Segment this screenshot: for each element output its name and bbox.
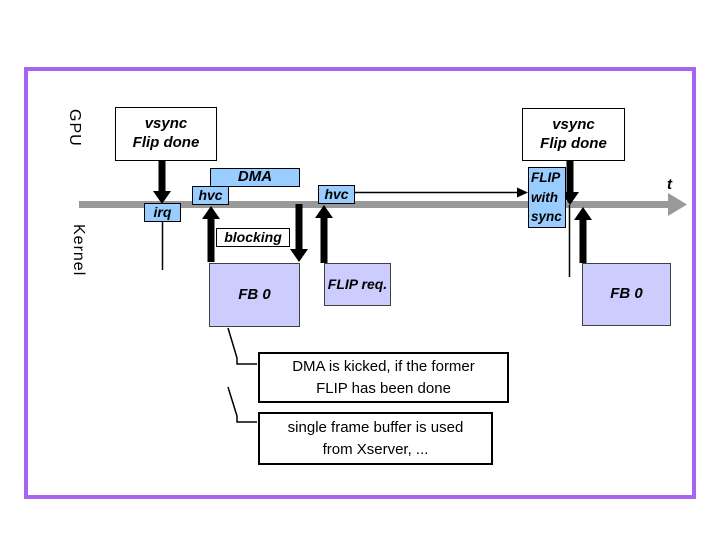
vsync-label: vsync	[552, 115, 595, 133]
slide-border-frame	[24, 67, 696, 499]
timeline-arrowhead-icon	[668, 193, 687, 216]
fb0-right-up-arrow-icon	[574, 207, 592, 263]
hvc-box-mid: hvc	[318, 185, 355, 204]
dma-box: DMA	[210, 168, 300, 187]
time-axis-label: t	[667, 176, 672, 193]
flip-done-label: Flip done	[132, 134, 200, 151]
fb0-box-left: FB 0	[209, 263, 300, 327]
flip-with-sync-box: FLIP with sync	[528, 167, 566, 228]
flip-done-label: Flip done	[540, 134, 607, 152]
dma-to-fb0-down-arrow-icon	[290, 204, 308, 262]
vsync-flip-done-box-left: vsync Flip done	[115, 107, 217, 161]
blocking-box: blocking	[216, 228, 290, 247]
callout-line-fb-note	[227, 386, 257, 423]
callout-fb-note-line1: single frame buffer is used	[287, 418, 464, 436]
with-label: with	[531, 189, 558, 205]
fb0-box-right: FB 0	[582, 263, 671, 326]
timeline-axis	[79, 201, 670, 208]
callout-dma-note-line1: DMA is kicked, if the former	[292, 357, 475, 375]
flip-req-box: FLIP req.	[324, 263, 391, 306]
hvc-box-left: hvc	[192, 186, 229, 205]
callout-dma-note-line2: FLIP has been done	[316, 379, 451, 397]
irq-box: irq	[144, 203, 181, 222]
vsync-label: vsync	[144, 115, 188, 133]
fb0-to-hvc-up-arrow-icon	[202, 206, 220, 262]
vsync-to-irq-arrow-icon	[153, 161, 171, 204]
hvc-to-flip-sync-arrowhead-icon	[517, 187, 528, 198]
lane-label-kernel: Kernel	[70, 224, 87, 277]
vsync-flip-done-box-right: vsync Flip done	[522, 108, 625, 161]
flipreq-to-hvc-up-arrow-icon	[315, 205, 333, 263]
callout-fb-note: single frame buffer is used from Xserver…	[258, 412, 493, 465]
callout-dma-note: DMA is kicked, if the former FLIP has be…	[258, 352, 509, 403]
callout-line-dma-note	[227, 327, 257, 365]
flip-label: FLIP	[531, 170, 561, 185]
sync-label: sync	[531, 209, 562, 225]
lane-label-gpu: GPU	[66, 109, 83, 147]
callout-fb-note-line2: from Xserver, ...	[322, 440, 429, 458]
